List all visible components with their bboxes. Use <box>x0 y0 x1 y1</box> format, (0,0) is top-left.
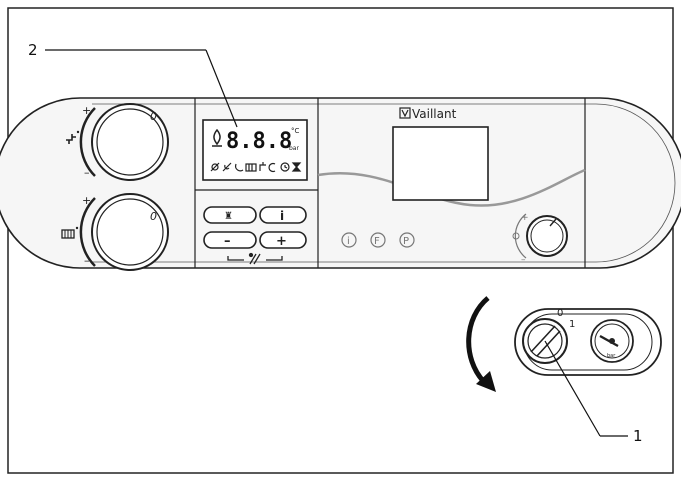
hot-water-plus: + <box>82 104 91 117</box>
plus-button[interactable]: + <box>259 231 307 249</box>
chimney-icon: ♜ <box>224 211 233 222</box>
heating-minus: – <box>84 254 90 267</box>
callout-1-label: 1 <box>633 427 643 445</box>
hot-water-knob[interactable]: 0 + – <box>66 103 169 181</box>
heating-zero: 0 <box>150 210 157 223</box>
hot-water-zero: 0 <box>150 110 157 123</box>
minus-button-label: – <box>224 234 231 249</box>
service-combo-icon <box>227 252 283 265</box>
flame-icon <box>212 128 222 147</box>
small-control-knob[interactable]: + – <box>512 213 568 265</box>
callout-1: 1 <box>544 340 643 445</box>
heating-knob[interactable]: 0 + – <box>61 193 169 271</box>
fault-indicator-icon: F <box>370 232 386 248</box>
switch-gauge-unit: 0 1 bar <box>514 308 662 376</box>
brand-logo: Vaillant <box>399 107 457 121</box>
brand-name: Vaillant <box>412 107 457 121</box>
hot-water-minus: – <box>84 166 90 179</box>
small-knob-plus: + <box>521 213 529 223</box>
plus-button-label: + <box>276 234 287 249</box>
parameter-indicator-icon: P <box>399 232 415 248</box>
info-button-label: i <box>280 209 284 223</box>
lcd-status-icons <box>210 162 302 173</box>
display-window <box>392 126 489 201</box>
lcd-display: 8.8.8 °C bar <box>202 119 308 181</box>
rotation-arrow <box>466 296 496 392</box>
svg-text:P: P <box>403 236 409 247</box>
lcd-unit-bottom: bar <box>289 145 299 152</box>
control-panel <box>0 97 681 269</box>
gauge-unit: bar <box>607 353 616 359</box>
button-group: ♜ i – + <box>203 206 307 265</box>
callout-2-label: 2 <box>28 41 38 59</box>
minus-button[interactable]: – <box>203 231 257 249</box>
frame <box>7 7 674 474</box>
svg-text:F: F <box>374 236 380 247</box>
lcd-unit-top: °C <box>291 127 300 135</box>
callout-2: 2 <box>28 41 238 128</box>
panel-indicator-letters: i F P <box>341 232 415 248</box>
chimney-button[interactable]: ♜ <box>203 206 257 224</box>
sun-icon <box>512 232 520 240</box>
lcd-digits: 8.8.8 <box>226 129 292 154</box>
info-indicator-icon: i <box>341 232 357 248</box>
svg-text:i: i <box>347 236 350 247</box>
tap-icon <box>66 130 80 144</box>
heating-plus: + <box>82 194 91 207</box>
main-switch-pos0: 0 <box>557 308 563 319</box>
main-switch-pos1: 1 <box>569 319 575 330</box>
info-button[interactable]: i <box>259 206 307 224</box>
radiator-icon <box>61 226 79 239</box>
pressure-gauge: bar <box>590 319 634 363</box>
small-knob-minus: – <box>521 255 526 265</box>
